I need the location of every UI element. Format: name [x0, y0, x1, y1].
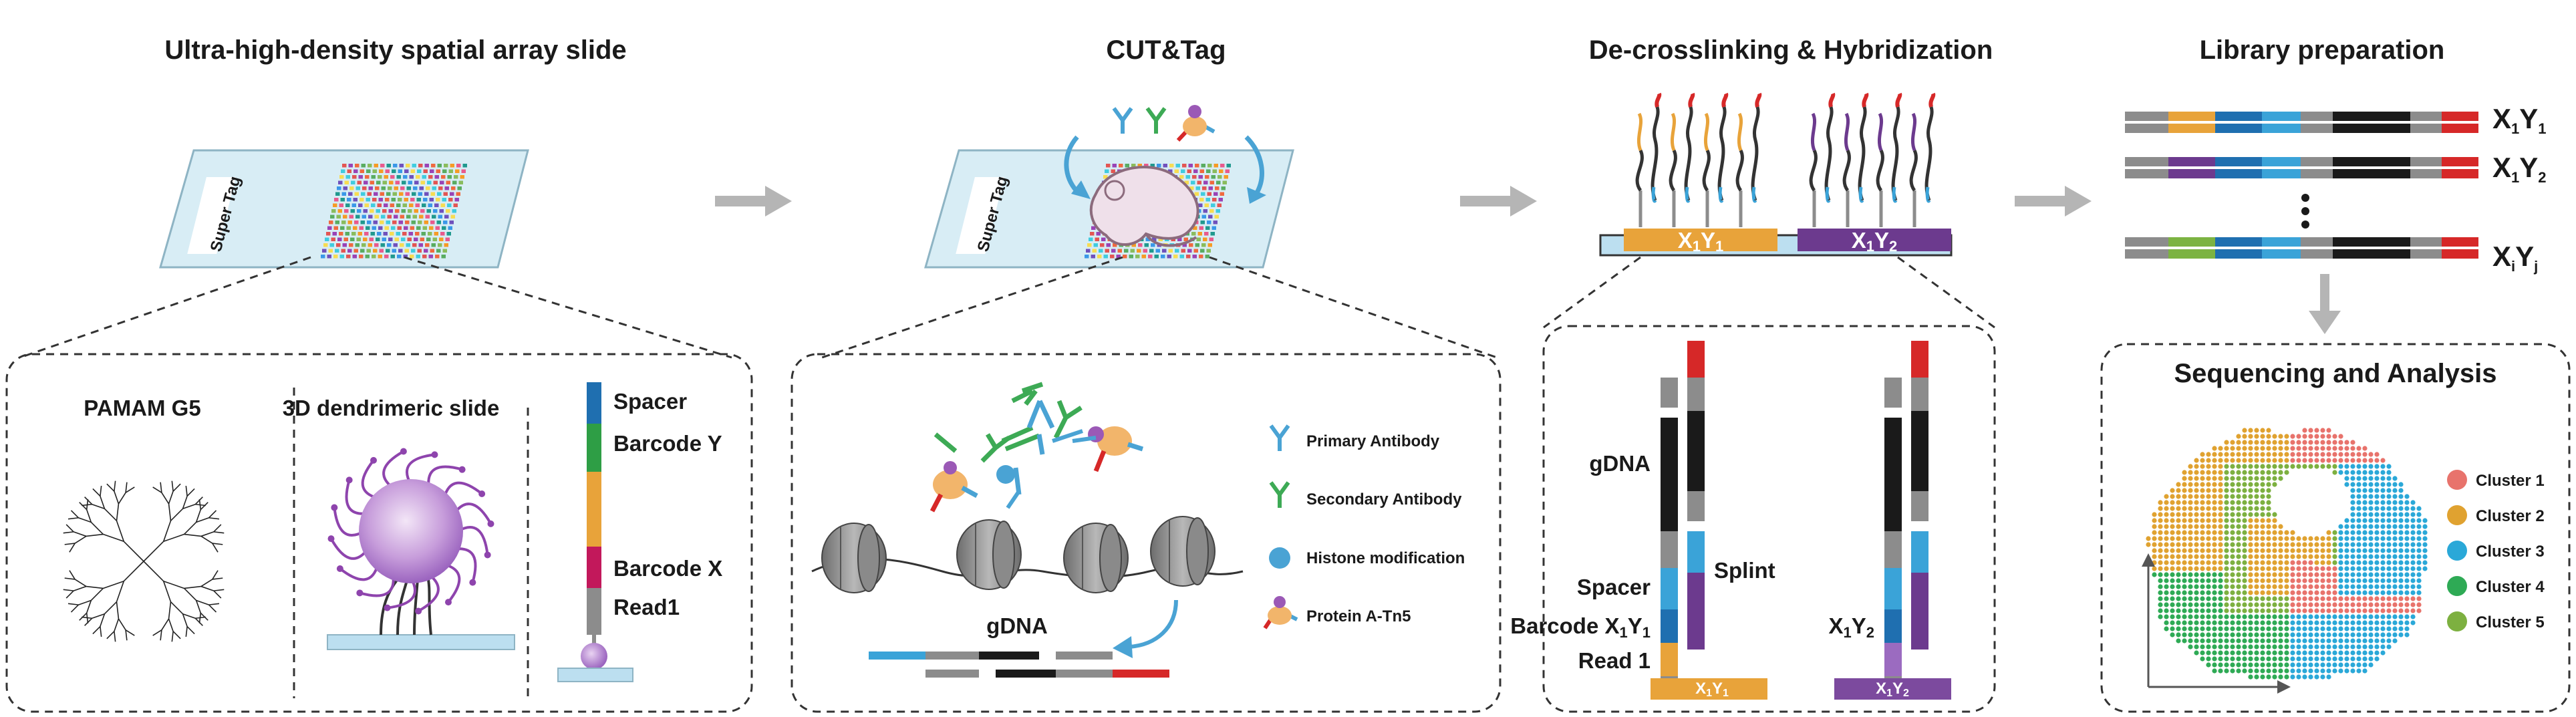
- arrow-right-icon: [1460, 186, 1537, 217]
- barcode-grid: [321, 164, 467, 259]
- legend-label: Histone modification: [1306, 549, 1465, 567]
- protein-a-tn5-icon: [1263, 596, 1298, 629]
- legend-primary: Primary Antibody: [1269, 424, 1440, 451]
- title-library: Library preparation: [2200, 35, 2445, 65]
- zoom-line: [1209, 256, 1497, 359]
- zoom-line: [1897, 256, 1995, 329]
- gdna-label: gDNA: [986, 613, 1048, 638]
- hybridization-slide: X1Y1 X1Y2: [1599, 92, 1953, 257]
- histone-modification-icon: [1269, 547, 1290, 569]
- zoom-line: [1543, 256, 1641, 329]
- cluster-label: Cluster 4: [2476, 578, 2545, 596]
- cluster-5-dot: [2447, 611, 2467, 631]
- arrow-down-icon: [2309, 274, 2341, 334]
- read1-label: Read 1: [1578, 648, 1651, 673]
- curved-arrow-icon: [1071, 180, 1091, 199]
- nucleosomes: [821, 516, 1215, 593]
- barcode-bar: [557, 382, 633, 682]
- barcode-label: Barcode X1Y1: [1510, 613, 1651, 641]
- curved-arrow-icon: [1247, 187, 1266, 204]
- library-label: X1Y1: [2492, 103, 2547, 137]
- spot-label: X1Y2: [1876, 680, 1909, 699]
- legend-label: Primary Antibody: [1306, 432, 1440, 450]
- secondary-antibody-icon: [1269, 481, 1290, 508]
- pamam-dendrimer: [63, 480, 225, 642]
- cluster-2-dot: [2447, 505, 2467, 525]
- spatial-cluster-map: [2146, 428, 2428, 680]
- secondary-antibody-icon: [1145, 107, 1167, 134]
- zoom-line: [821, 256, 1123, 359]
- cluster-3-dot: [2447, 541, 2467, 561]
- library-label: XiYj: [2492, 241, 2538, 275]
- spot-x1y1: [1624, 229, 1777, 251]
- legend-tn5: Protein A-Tn5: [1263, 596, 1411, 629]
- legend-label: Protein A-Tn5: [1306, 607, 1411, 625]
- library-label: X1Y2: [2492, 152, 2547, 186]
- gdna-label: gDNA: [1589, 451, 1651, 476]
- spot-x1y2: [1798, 229, 1951, 251]
- cuttag-slide: Super Tag: [924, 149, 1294, 269]
- title-array: Ultra-high-density spatial array slide: [164, 35, 626, 65]
- spot-label: X1Y2: [1852, 228, 1898, 255]
- legend-histone: Histone modification: [1269, 547, 1465, 569]
- array-slide: Super Tag: [159, 149, 529, 269]
- panel1-box: [5, 353, 753, 713]
- barcode-y-label: Barcode Y: [613, 431, 722, 456]
- map-axes: [2142, 553, 2291, 694]
- pamam-label: PAMAM G5: [84, 396, 200, 420]
- antibody-complex: [929, 382, 1144, 513]
- cluster-label: Cluster 3: [2476, 543, 2545, 561]
- spacer-label: Spacer: [1577, 575, 1651, 599]
- cluster-label: Cluster 5: [2476, 613, 2545, 631]
- title-hybridization: De-crosslinking & Hybridization: [1589, 35, 1993, 65]
- curved-arrow-icon: [1113, 636, 1133, 658]
- library-rows: [2125, 112, 2478, 259]
- title-sequencing: Sequencing and Analysis: [2174, 359, 2496, 388]
- zoom-line: [19, 256, 311, 359]
- cluster-label: Cluster 1: [2476, 472, 2545, 490]
- barcode-x-label: Barcode X: [613, 556, 722, 581]
- protein-a-tn5-icon: [1176, 105, 1215, 142]
- construct-x1y1: [1651, 341, 1767, 700]
- arrow-right-icon: [715, 186, 792, 217]
- zoom-line: [404, 256, 732, 359]
- primary-antibody-icon: [1269, 424, 1290, 451]
- cluster-label: Cluster 2: [2476, 507, 2545, 525]
- x1y2-label: X1Y2: [1828, 613, 1874, 641]
- spacer-label: Spacer: [613, 389, 687, 414]
- spot-label: X1Y1: [1678, 228, 1724, 255]
- fragment-strips: [869, 652, 1169, 678]
- splint-label: Splint: [1714, 558, 1775, 583]
- spot-label: X1Y1: [1695, 680, 1729, 699]
- legend-secondary: Secondary Antibody: [1269, 481, 1462, 509]
- arrow-right-icon: [2015, 186, 2092, 217]
- panel3-box: [1542, 325, 1996, 713]
- dendrimeric-label: 3D dendrimeric slide: [283, 396, 500, 420]
- cluster-1-dot: [2447, 470, 2467, 490]
- legend-label: Secondary Antibody: [1306, 490, 1462, 509]
- panel2-box: [791, 353, 1501, 713]
- read1-label: Read1: [613, 595, 680, 619]
- construct-x1y2: [1834, 341, 1951, 700]
- primary-antibody-icon: [1112, 107, 1133, 134]
- dendrimer-particle: [327, 448, 515, 650]
- cluster-4-dot: [2447, 576, 2467, 596]
- cluster-legend: Cluster 1 Cluster 2 Cluster 3 Cluster 4 …: [2447, 470, 2545, 631]
- title-cuttag: CUT&Tag: [1106, 35, 1226, 65]
